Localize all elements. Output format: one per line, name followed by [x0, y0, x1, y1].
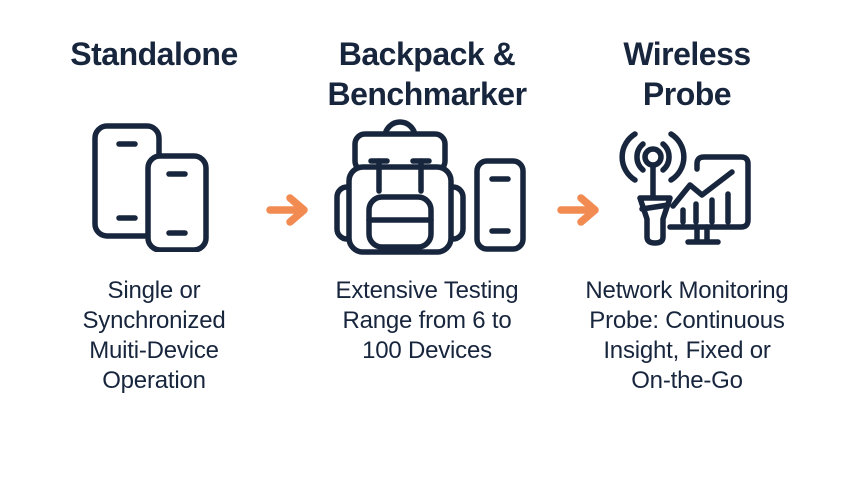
backpack-and-phone-icon-svg: [334, 119, 526, 255]
column-wireless-probe: Wireless Probe: [537, 0, 837, 396]
column-title: Wireless Probe: [623, 36, 751, 112]
column-description: Single or Synchronized Muiti-Device Oper…: [82, 277, 226, 394]
arrow-right-icon: [265, 190, 311, 230]
wireless-probe-monitor-icon: [613, 114, 761, 260]
backpack-and-phone-icon: [327, 114, 527, 260]
column-title: Backpack & Benchmarker: [327, 36, 527, 112]
column-description: Extensive Testing Range from 6 to 100 De…: [335, 277, 519, 364]
phones-icon: [88, 114, 220, 260]
phones-icon-svg: [92, 123, 209, 252]
arrow-right-icon: [556, 190, 602, 230]
column-title: Standalone: [70, 36, 238, 72]
column-backpack-benchmarker: Backpack & Benchmarker: [277, 0, 577, 366]
column-description: Network Monitoring Probe: Continuous Ins…: [585, 277, 789, 394]
column-standalone: Standalone Single or Synchronized Muiti-…: [4, 0, 304, 396]
wireless-probe-monitor-icon-svg: [619, 131, 751, 246]
